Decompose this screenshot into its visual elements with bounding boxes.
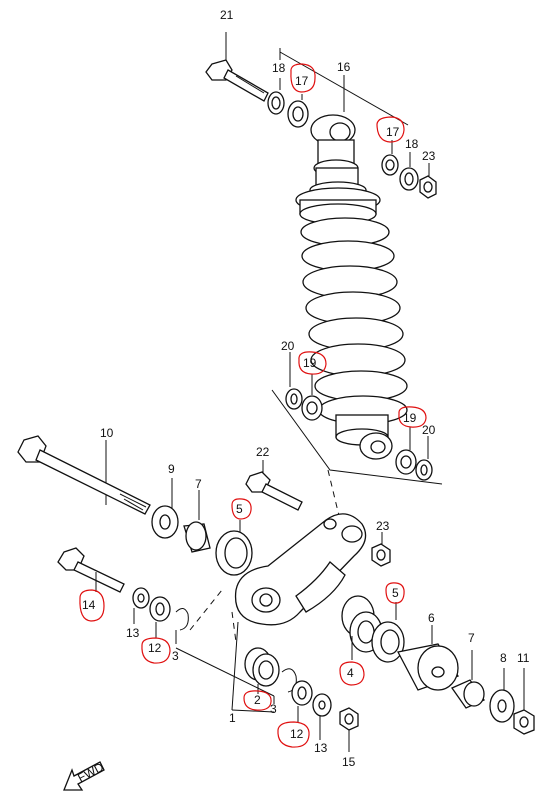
- highlight-12b: [277, 721, 310, 748]
- bearing-5-left: [215, 520, 253, 576]
- nut-23-top: [419, 163, 437, 199]
- bolt-21: [205, 32, 269, 102]
- label-5a: 5: [236, 502, 243, 516]
- nut-15: [339, 707, 359, 752]
- label-4: 4: [347, 666, 354, 680]
- label-19b: 19: [403, 411, 417, 425]
- highlight-19a: [298, 351, 327, 375]
- bearing-4: [341, 595, 383, 660]
- bolt-22: [245, 460, 303, 511]
- washer-20-right: [415, 436, 433, 481]
- highlight-marks: [79, 63, 427, 748]
- highlight-19b: [398, 406, 427, 428]
- label-7a: 7: [195, 477, 202, 491]
- highlight-12a: [141, 637, 171, 664]
- seal-19-right: [395, 427, 417, 475]
- label-18a: 18: [272, 61, 286, 75]
- label-3a: 3: [172, 649, 179, 663]
- highlight-14: [79, 589, 105, 622]
- label-21: 21: [220, 8, 234, 22]
- label-14: 14: [82, 598, 96, 612]
- seal-19-left: [301, 374, 323, 421]
- washer-13-lower: [312, 693, 332, 740]
- label-23b: 23: [376, 519, 390, 533]
- seal-12-lower: [291, 680, 313, 722]
- bearing-2: [244, 647, 280, 694]
- washer-13-left: [132, 587, 150, 624]
- highlight-2: [243, 690, 272, 711]
- seal-12-left: [149, 596, 171, 638]
- highlight-17a: [290, 63, 316, 93]
- washer-18-top: [267, 78, 285, 115]
- label-7b: 7: [468, 631, 475, 645]
- nut-23-lower: [371, 532, 391, 567]
- circlip-3-left: [175, 608, 189, 644]
- washer-18-right: [399, 152, 419, 191]
- label-6: 6: [428, 611, 435, 625]
- label-15: 15: [342, 755, 356, 769]
- label-13a: 13: [126, 626, 140, 640]
- label-23a: 23: [422, 149, 436, 163]
- nut-11: [513, 668, 535, 735]
- label-9: 9: [168, 462, 175, 476]
- callout-labels: 21 18 17 16 17 18 23 20 19 19 20 10 22 9…: [82, 8, 530, 769]
- label-12a: 12: [148, 641, 162, 655]
- shock-absorber-16: [295, 114, 408, 460]
- label-17a: 17: [295, 74, 309, 88]
- bolt-10: [17, 435, 151, 515]
- highlight-5a: [231, 498, 252, 520]
- cushion-lever-1: [231, 513, 367, 711]
- washer-20-left: [285, 352, 303, 410]
- label-13b: 13: [314, 741, 328, 755]
- label-2: 2: [254, 693, 261, 707]
- label-10: 10: [100, 426, 114, 440]
- label-11: 11: [517, 651, 530, 665]
- label-1: 1: [229, 711, 236, 725]
- spacer-6: [397, 625, 459, 691]
- label-16: 16: [337, 60, 351, 74]
- label-17b: 17: [386, 125, 400, 139]
- label-12b: 12: [290, 727, 304, 741]
- label-20b: 20: [422, 423, 436, 437]
- label-19a: 19: [303, 356, 317, 370]
- washer-8: [489, 668, 515, 723]
- label-5b: 5: [392, 586, 399, 600]
- fwd-label: FWD: [75, 760, 106, 785]
- collar-7-right: [451, 650, 485, 709]
- label-8: 8: [500, 651, 507, 665]
- seal-17-right: [381, 140, 399, 176]
- collar-7-left: [183, 490, 211, 553]
- label-22: 22: [256, 445, 270, 459]
- washer-9: [151, 478, 179, 539]
- label-3b: 3: [270, 702, 277, 716]
- fwd-arrow-icon: FWD: [63, 760, 106, 791]
- highlight-4: [339, 661, 365, 686]
- highlight-5b: [385, 582, 405, 604]
- label-20a: 20: [281, 339, 295, 353]
- label-18b: 18: [405, 137, 419, 151]
- bolt-14: [57, 547, 125, 593]
- seal-17-top: [287, 94, 309, 128]
- seal-5-right: [371, 602, 405, 663]
- highlight-17b: [376, 116, 405, 143]
